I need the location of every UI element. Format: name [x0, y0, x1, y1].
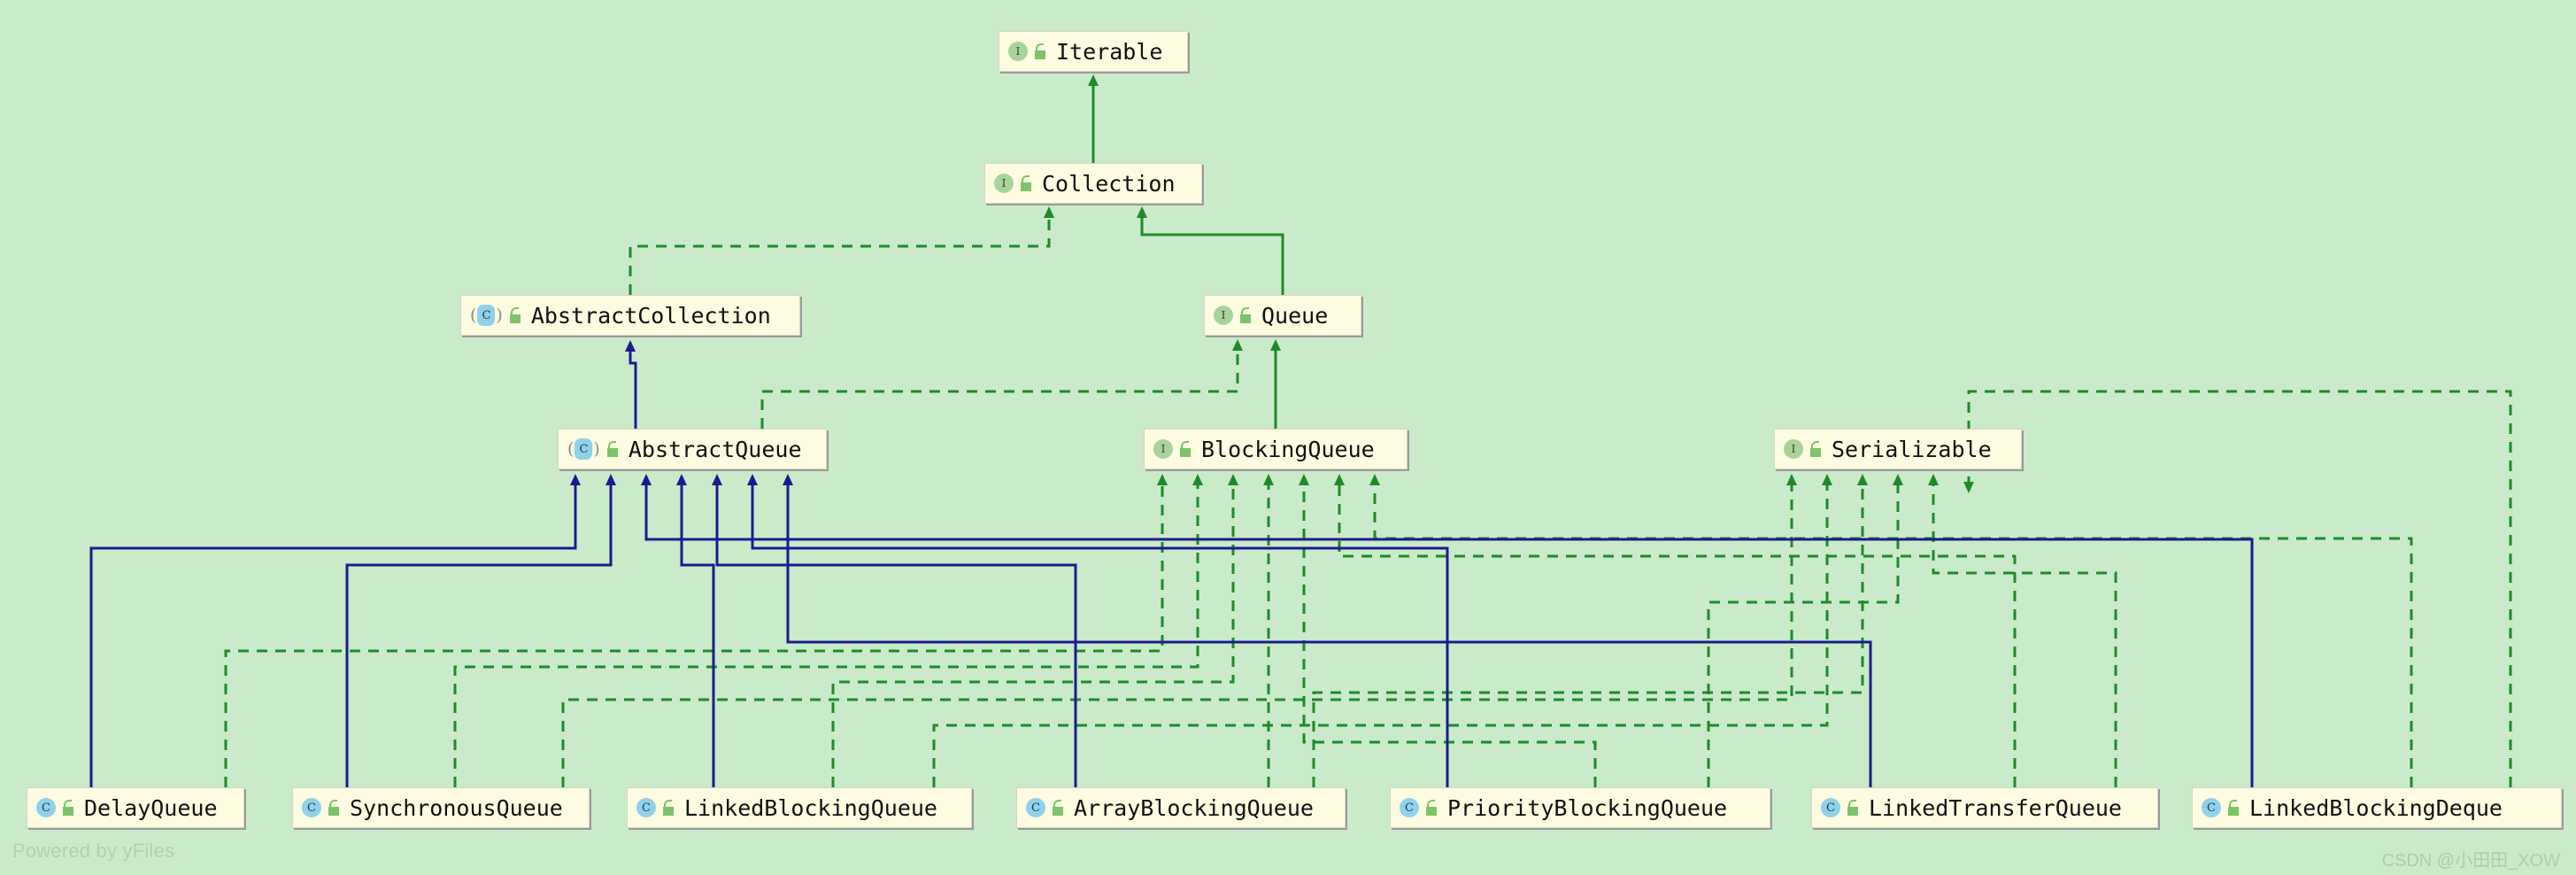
node-priorityblockingqueue[interactable]: C PriorityBlockingQueue: [1390, 787, 1770, 828]
unlocked-public-icon: [1238, 307, 1253, 323]
unlocked-public-icon: [1809, 441, 1823, 457]
node-glyphs: C: [302, 798, 341, 817]
unlocked-public-icon: [1051, 800, 1065, 816]
interface-icon: I: [1214, 306, 1233, 325]
node-glyphs: C: [636, 798, 675, 817]
unlocked-public-icon: [661, 800, 675, 816]
node-label: BlockingQueue: [1201, 436, 1375, 462]
node-glyphs: I: [1784, 439, 1823, 459]
node-glyphs: I: [994, 174, 1033, 193]
node-blockingqueue[interactable]: I BlockingQueue: [1144, 429, 1408, 469]
unlocked-public-icon: [605, 441, 620, 457]
node-abstractcollection[interactable]: (C) AbstractCollection: [460, 295, 800, 336]
node-iterable[interactable]: I Iterable: [999, 31, 1188, 72]
node-glyphs: C: [2202, 798, 2241, 817]
class-icon: C: [302, 798, 321, 817]
class-icon: C: [1821, 798, 1840, 817]
node-label: Serializable: [1832, 436, 1992, 462]
node-glyphs: (C): [567, 438, 620, 460]
node-label: SynchronousQueue: [350, 794, 563, 821]
class-icon: C: [1400, 798, 1419, 817]
node-queue[interactable]: I Queue: [1204, 295, 1361, 336]
interface-icon: I: [1008, 42, 1028, 61]
abstract-class-icon: (C): [470, 305, 503, 326]
node-linkedblockingdeque[interactable]: C LinkedBlockingDeque: [2192, 787, 2562, 828]
node-arrayblockingqueue[interactable]: C ArrayBlockingQueue: [1016, 787, 1346, 828]
class-icon: C: [2202, 798, 2221, 817]
interface-icon: I: [1784, 439, 1803, 459]
node-label: PriorityBlockingQueue: [1447, 794, 1728, 821]
node-glyphs: I: [1214, 306, 1253, 325]
unlocked-public-icon: [1846, 800, 1860, 816]
unlocked-public-icon: [508, 307, 522, 323]
node-glyphs: I: [1153, 439, 1192, 459]
node-synchronousqueue[interactable]: C SynchronousQueue: [292, 787, 590, 828]
node-glyphs: C: [36, 798, 75, 817]
node-label: ArrayBlockingQueue: [1074, 794, 1314, 821]
node-glyphs: C: [1821, 798, 1860, 817]
class-icon: C: [1026, 798, 1045, 817]
node-label: Queue: [1261, 302, 1329, 329]
abstract-class-icon: (C): [567, 438, 600, 460]
node-label: LinkedBlockingDeque: [2249, 794, 2503, 821]
node-glyphs: C: [1400, 798, 1438, 817]
node-label: Iterable: [1056, 38, 1163, 65]
class-icon: C: [36, 798, 56, 817]
node-serializable[interactable]: I Serializable: [1774, 429, 2022, 469]
unlocked-public-icon: [327, 800, 341, 816]
node-label: AbstractQueue: [628, 436, 802, 462]
node-label: LinkedTransferQueue: [1869, 794, 2122, 821]
interface-icon: I: [1153, 439, 1173, 459]
node-delayqueue[interactable]: C DelayQueue: [27, 787, 244, 828]
unlocked-public-icon: [1019, 175, 1033, 191]
node-linkedblockingqueue[interactable]: C LinkedBlockingQueue: [627, 787, 972, 828]
node-label: DelayQueue: [84, 794, 218, 821]
unlocked-public-icon: [1033, 43, 1047, 59]
unlocked-public-icon: [1178, 441, 1192, 457]
node-glyphs: I: [1008, 42, 1047, 61]
extends-edges: [89, 340, 2254, 787]
node-glyphs: C: [1026, 798, 1065, 817]
interface-icon: I: [994, 174, 1014, 193]
node-label: LinkedBlockingQueue: [684, 794, 937, 821]
interface-extends-edges: [1088, 74, 1284, 429]
node-collection[interactable]: I Collection: [984, 163, 1202, 204]
node-linkedtransferqueue[interactable]: C LinkedTransferQueue: [1811, 787, 2158, 828]
unlocked-public-icon: [2226, 800, 2241, 816]
class-icon: C: [636, 798, 656, 817]
yfiles-watermark: Powered by yFiles: [12, 840, 175, 862]
node-glyphs: (C): [470, 305, 522, 326]
node-label: Collection: [1042, 170, 1176, 197]
node-label: AbstractCollection: [530, 302, 771, 329]
unlocked-public-icon: [1424, 800, 1438, 816]
unlocked-public-icon: [61, 800, 75, 816]
node-abstractqueue[interactable]: (C) AbstractQueue: [558, 429, 827, 469]
csdn-watermark: CSDN @小田田_XOW: [2381, 851, 2560, 871]
